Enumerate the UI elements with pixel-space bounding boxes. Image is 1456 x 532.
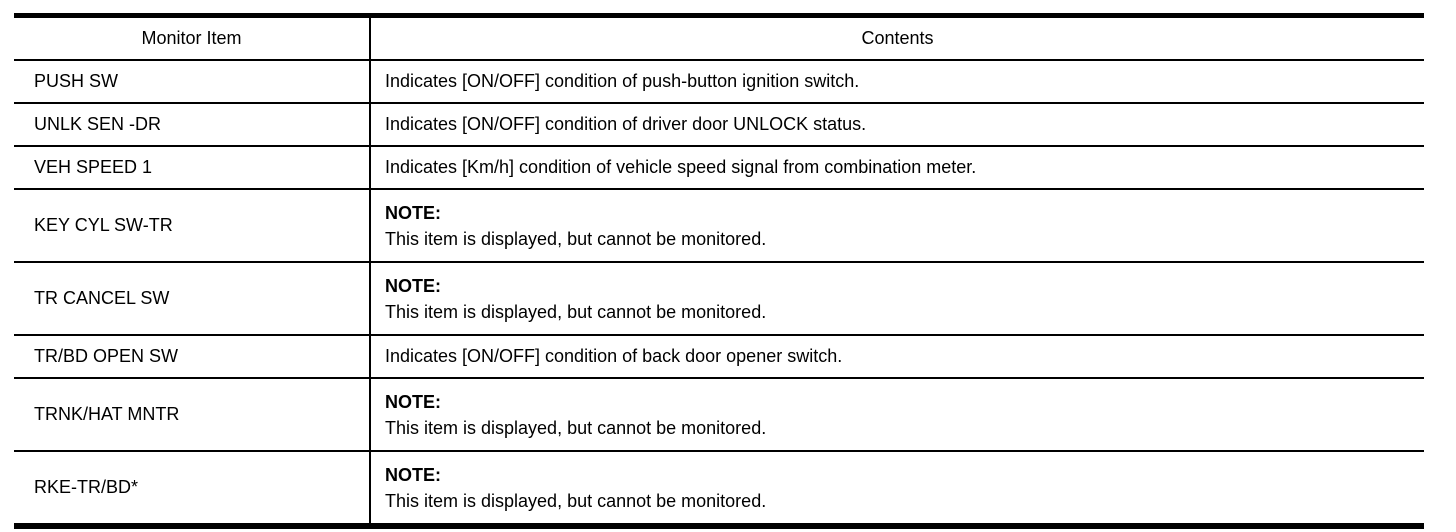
monitor-item-cell: TR/BD OPEN SW bbox=[14, 335, 371, 379]
monitor-item-table: Monitor Item Contents PUSH SW Indicates … bbox=[14, 13, 1424, 529]
note-text: This item is displayed, but cannot be mo… bbox=[385, 228, 767, 249]
note-text: This item is displayed, but cannot be mo… bbox=[385, 417, 767, 438]
monitor-item-cell: KEY CYL SW-TR bbox=[14, 189, 371, 263]
note-label: NOTE: bbox=[385, 275, 441, 296]
column-header-contents: Contents bbox=[370, 15, 1424, 61]
contents-cell: Indicates [ON/OFF] condition of push-but… bbox=[370, 60, 1424, 104]
monitor-item-cell: UNLK SEN -DR bbox=[14, 103, 371, 147]
table-row-tr-cancel-sw: TR CANCEL SW NOTE: This item is displaye… bbox=[14, 262, 1424, 336]
contents-cell: NOTE: This item is displayed, but cannot… bbox=[370, 378, 1424, 452]
note-text: This item is displayed, but cannot be mo… bbox=[385, 490, 767, 511]
table-row-veh-speed-1: VEH SPEED 1 Indicates [Km/h] condition o… bbox=[14, 146, 1424, 190]
note-label: NOTE: bbox=[385, 464, 441, 485]
contents-cell: Indicates [Km/h] condition of vehicle sp… bbox=[370, 146, 1424, 190]
table-row-push-sw: PUSH SW Indicates [ON/OFF] condition of … bbox=[14, 60, 1424, 104]
column-header-monitor-item: Monitor Item bbox=[14, 15, 371, 61]
contents-cell: Indicates [ON/OFF] condition of back doo… bbox=[370, 335, 1424, 379]
note-label: NOTE: bbox=[385, 391, 441, 412]
contents-cell: NOTE: This item is displayed, but cannot… bbox=[370, 262, 1424, 336]
contents-cell: NOTE: This item is displayed, but cannot… bbox=[370, 189, 1424, 263]
table-row-rke-tr-bd: RKE-TR/BD* NOTE: This item is displayed,… bbox=[14, 451, 1424, 527]
note-label: NOTE: bbox=[385, 202, 441, 223]
table-row-tr-bd-open-sw: TR/BD OPEN SW Indicates [ON/OFF] conditi… bbox=[14, 335, 1424, 379]
note-text: This item is displayed, but cannot be mo… bbox=[385, 301, 767, 322]
monitor-item-cell: TR CANCEL SW bbox=[14, 262, 371, 336]
monitor-item-cell: TRNK/HAT MNTR bbox=[14, 378, 371, 452]
monitor-item-cell: PUSH SW bbox=[14, 60, 371, 104]
table-row-key-cyl-sw-tr: KEY CYL SW-TR NOTE: This item is display… bbox=[14, 189, 1424, 263]
header-row: Monitor Item Contents bbox=[14, 15, 1424, 61]
contents-cell: NOTE: This item is displayed, but cannot… bbox=[370, 451, 1424, 527]
monitor-item-cell: RKE-TR/BD* bbox=[14, 451, 371, 527]
table-row-unlk-sen-dr: UNLK SEN -DR Indicates [ON/OFF] conditio… bbox=[14, 103, 1424, 147]
table-row-trnk-hat-mntr: TRNK/HAT MNTR NOTE: This item is display… bbox=[14, 378, 1424, 452]
monitor-item-cell: VEH SPEED 1 bbox=[14, 146, 371, 190]
contents-cell: Indicates [ON/OFF] condition of driver d… bbox=[370, 103, 1424, 147]
